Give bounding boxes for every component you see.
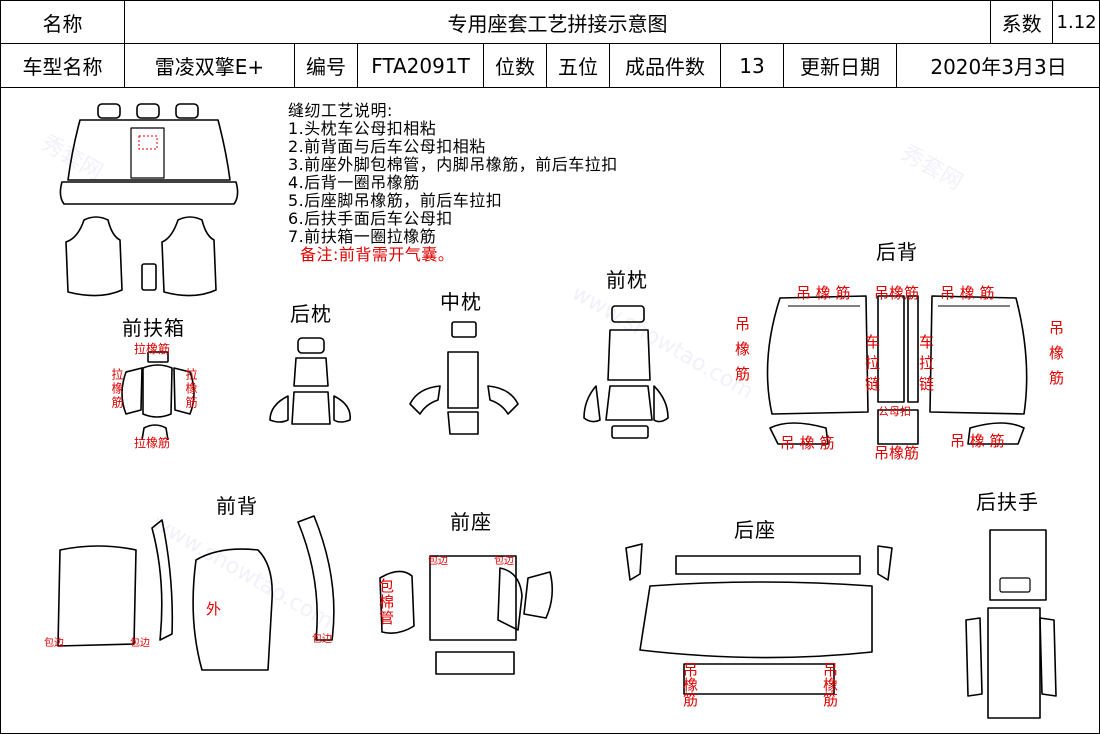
- front-armbox-pieces: [121, 351, 195, 441]
- model-value: 雷凌双擎E+: [124, 43, 295, 88]
- section-front-headrest: 前枕: [606, 268, 648, 292]
- note-hem: 包边: [44, 638, 64, 649]
- coef-value: 1.12: [1052, 0, 1100, 44]
- front-seat-pieces: [379, 555, 554, 675]
- model-label: 车型名称: [0, 43, 125, 88]
- note-car-zipper: 车拉链: [917, 334, 935, 397]
- rear-seat-pieces: [625, 543, 893, 695]
- section-rear-headrest: 后枕: [290, 302, 332, 326]
- note-hang-elastic: 吊橡筋: [1047, 320, 1065, 395]
- page-title: 专用座套工艺拼接示意图: [123, 0, 992, 44]
- section-mid-headrest: 中枕: [440, 290, 482, 314]
- code-value: FTA2091T: [357, 43, 484, 88]
- section-front-armbox: 前扶箱: [122, 316, 185, 340]
- note-pull-elastic: 拉橡筋: [134, 436, 171, 450]
- process-notes: 缝纫工艺说明: 1.头枕车公母扣相粘 2.前背面与后车公母扣相粘 3.前座外脚包…: [288, 102, 618, 264]
- rear-back-pieces: [766, 295, 1028, 445]
- note-hang-elastic: 吊 橡 筋: [780, 434, 835, 452]
- note-hem: 包边: [312, 634, 332, 645]
- note-item: 5.后座脚吊橡筋，前后车拉扣: [288, 191, 503, 210]
- note-hem: 包边: [428, 556, 448, 567]
- date-label: 更新日期: [783, 43, 897, 88]
- note-hang-elastic: 吊橡筋: [874, 284, 920, 302]
- note-snap: 公母扣: [878, 405, 911, 418]
- note-item: 2.前背面与后车公母扣相粘: [288, 137, 486, 156]
- seats-value: 五位: [546, 43, 610, 88]
- note-item: 6.后扶手面后车公母扣: [288, 209, 453, 228]
- note-hang-elastic: 吊橡筋: [821, 662, 839, 707]
- pieces-value: 13: [720, 43, 784, 88]
- note-hang-elastic: 吊橡筋: [874, 444, 920, 462]
- notes-remark: 备注:前背需开气囊。: [300, 245, 455, 264]
- section-front-seat: 前座: [450, 510, 492, 534]
- overview-rear-bench: [59, 103, 239, 205]
- date-value: 2020年3月3日: [895, 43, 1100, 88]
- note-hang-elastic: 吊橡筋: [681, 662, 699, 707]
- section-rear-back: 后背: [876, 240, 918, 264]
- seats-label: 位数: [483, 43, 547, 88]
- section-rear-armrest: 后扶手: [976, 490, 1039, 514]
- note-item: 1.头枕车公母扣相粘: [288, 119, 437, 138]
- rear-armrest-pieces: [965, 529, 1057, 719]
- note-pull-elastic: 拉橡筋: [184, 368, 198, 410]
- note-pull-elastic: 拉橡筋: [110, 368, 124, 410]
- notes-title: 缝纫工艺说明:: [288, 101, 393, 120]
- note-hang-elastic: 吊 橡 筋: [940, 284, 995, 302]
- front-back-pieces: [57, 515, 335, 671]
- note-cotton-pipe: 包棉管: [377, 578, 395, 626]
- front-headrest-pieces: [583, 305, 669, 439]
- note-item: 7.前扶箱一圈拉橡筋: [288, 227, 437, 246]
- rear-headrest-pieces: [269, 337, 351, 425]
- note-hang-elastic: 吊 橡 筋: [950, 432, 1005, 450]
- note-item: 4.后背一圈吊橡筋: [288, 173, 420, 192]
- note-pull-elastic: 拉橡筋: [134, 342, 171, 356]
- section-front-back: 前背: [216, 494, 258, 518]
- overview-front-seats: [65, 216, 217, 297]
- note-hem: 包边: [494, 556, 514, 567]
- code-label: 编号: [294, 43, 358, 88]
- pieces-label: 成品件数: [609, 43, 721, 88]
- note-outer: 外: [206, 600, 222, 618]
- section-rear-seat: 后座: [734, 518, 776, 542]
- note-hem: 包边: [130, 638, 150, 649]
- header-table: 名称 专用座套工艺拼接示意图 系数 1.12 车型名称 雷凌双擎E+ 编号 FT…: [0, 0, 1100, 88]
- note-item: 3.前座外脚包棉管，内脚吊橡筋，前后车拉扣: [288, 155, 618, 174]
- note-hang-elastic: 吊 橡 筋: [796, 284, 851, 302]
- middle-headrest-pieces: [409, 321, 519, 435]
- note-car-zipper: 车拉链: [863, 334, 881, 397]
- note-hang-elastic: 吊橡筋: [733, 316, 751, 391]
